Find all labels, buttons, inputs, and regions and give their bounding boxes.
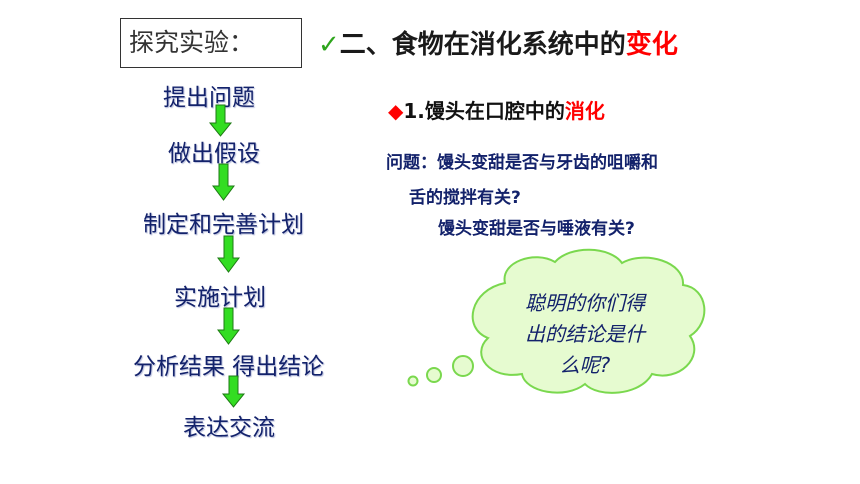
section-number: 1.: [403, 99, 425, 123]
step-make-hypothesis: 做出假设: [168, 141, 260, 167]
cloud-line-1: 聪明的你们得: [525, 291, 645, 315]
experiment-label-box: 探究实验：: [120, 18, 302, 68]
title-main: 二、食物在消化系统中的: [339, 30, 626, 60]
section-text: 馒头在口腔中的: [424, 99, 565, 123]
step-raise-question: 提出问题: [163, 85, 255, 111]
question-line-2: 舌的搅拌有关?: [409, 188, 521, 208]
question-line-3: 馒头变甜是否与唾液有关?: [438, 219, 635, 239]
cloud-shape: [471, 248, 706, 394]
step-make-plan: 制定和完善计划: [143, 212, 304, 238]
checkmark-icon: ✓: [318, 30, 340, 60]
arrow-down-icon: [217, 307, 240, 345]
question-line-1: 问题：馒头变甜是否与牙齿的咀嚼和: [386, 153, 658, 173]
experiment-label: 探究实验：: [129, 28, 255, 57]
title-highlight: 变化: [625, 30, 678, 60]
thought-bubble-small: [407, 375, 419, 387]
cloud-line-3: 么呢?: [559, 353, 611, 377]
diamond-bullet-icon: ◆: [388, 99, 404, 123]
cloud-question: 聪明的你们得 出的结论是什 么呢?: [500, 288, 670, 381]
arrow-down-icon: [208, 104, 233, 137]
section-highlight: 消化: [564, 99, 605, 123]
arrow-down-icon: [217, 235, 240, 273]
cloud-line-2: 出的结论是什: [525, 322, 645, 346]
step-implement-plan: 实施计划: [174, 285, 266, 311]
thought-bubble-large: [452, 355, 474, 377]
page-title: ✓二、食物在消化系统中的变化: [318, 24, 678, 61]
arrow-down-icon: [212, 163, 235, 201]
step-communicate: 表达交流: [183, 415, 275, 441]
thought-bubble-medium: [426, 367, 442, 383]
section-heading: ◆1.馒头在口腔中的消化: [388, 95, 605, 124]
arrow-down-icon: [221, 375, 246, 408]
